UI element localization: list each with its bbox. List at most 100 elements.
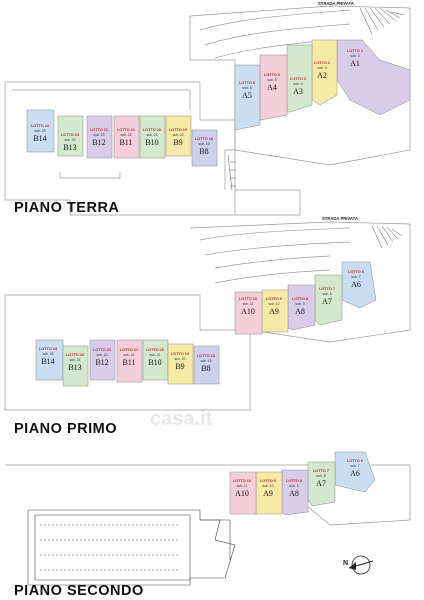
lot-sub: sub. 24	[64, 138, 75, 142]
lot-title: LOTTO 21	[120, 348, 138, 352]
lot-code: A10	[235, 489, 249, 498]
lot-code: B13	[68, 363, 81, 372]
lot-sub: sub. 11	[243, 302, 254, 306]
lot-code: A3	[293, 87, 303, 96]
compass-letter: N	[343, 560, 349, 567]
lot-title: LOTTO 19	[169, 128, 187, 132]
lot-sub: sub. 22	[120, 133, 131, 137]
lot-sub: sub. 3	[317, 66, 326, 70]
lot-title: LOTTO 10	[233, 479, 251, 483]
floor-title-primo: PIANO PRIMO	[14, 421, 117, 437]
lot-title: LOTTO 8	[292, 297, 308, 301]
lot-title: LOTTO 3	[290, 77, 306, 81]
lot-sub: sub. 23	[96, 353, 107, 357]
lot-title: LOTTO 18	[195, 137, 213, 141]
lot-title: LOTTO 5	[239, 81, 255, 85]
lot-title: LOTTO 6	[347, 459, 363, 463]
lot-code: B10	[148, 358, 161, 367]
primo-a-lots	[234, 261, 377, 335]
lot-code: B10	[145, 138, 158, 147]
floor-title-terra: PIANO TERRA	[14, 200, 120, 216]
lot-code: A9	[269, 307, 279, 316]
lot-code: A1	[350, 59, 360, 68]
lot-code: A5	[242, 91, 252, 100]
lot-code: B11	[119, 138, 132, 147]
lot-title: LOTTO 7	[319, 287, 335, 291]
street-label-primo: STRADA PRIVATA	[322, 216, 358, 221]
lot-title: LOTTO 23	[66, 353, 84, 357]
secondo-grey-building	[27, 509, 236, 586]
lot-code: A9	[263, 489, 273, 498]
lot-sub: sub. 3	[350, 54, 359, 58]
lot-title: LOTTO 24	[31, 124, 50, 128]
lot-sub: sub. 9	[295, 302, 304, 306]
lot-code: B14	[41, 357, 54, 366]
lot-sub: sub. 19	[198, 142, 209, 146]
lot-sub: sub. 25	[42, 352, 53, 356]
lot-title: LOTTO 1	[347, 49, 363, 53]
lot-title: LOTTO 20	[143, 128, 161, 132]
lot-sub: sub. 25	[34, 129, 45, 133]
lot-title: LOTTO 21	[117, 128, 135, 132]
lot-code: B13	[63, 143, 76, 152]
secondo-outline	[5, 464, 411, 526]
lot-sub: sub. 5	[267, 78, 276, 82]
lot-sub: sub. 7	[350, 464, 359, 468]
lot-title: LOTTO 8	[286, 479, 302, 483]
lot-sub: sub. 4	[293, 82, 302, 86]
lot-code: B9	[175, 362, 184, 371]
lot-title: LOTTO 6	[348, 270, 364, 274]
lot-sub: sub. 21	[149, 353, 160, 357]
lot-code: B12	[95, 358, 108, 367]
lot-code: B11	[122, 358, 135, 367]
lot-code: A2	[317, 71, 327, 80]
lot-code: A7	[322, 297, 332, 306]
lot-sub: sub. 9	[289, 484, 298, 488]
primo-b-lots	[35, 339, 220, 387]
watermark: casa.it	[150, 408, 213, 430]
lot-title: LOTTO 24	[39, 347, 58, 351]
lot-title: LOTTO 19	[171, 352, 189, 356]
lot-code: A6	[351, 280, 361, 289]
lot-code: B9	[173, 138, 182, 147]
secondo-a-lots	[229, 451, 376, 516]
lot-sub: sub. 10	[268, 302, 279, 306]
lot-sub: sub. 23	[93, 133, 104, 137]
lot-sub: sub. 8	[316, 474, 325, 478]
lot-sub: sub. 20	[174, 357, 185, 361]
street-label-terra: STRADA PRIVATA	[318, 1, 354, 6]
floor-title-secondo: PIANO SECONDO	[14, 583, 144, 599]
lot-code: B8	[199, 147, 208, 156]
lot-title: LOTTO 20	[146, 348, 164, 352]
lot-sub: sub. 6	[242, 86, 251, 90]
lot-sub: sub. 21	[146, 133, 157, 137]
lot-title: LOTTO 18	[197, 354, 215, 358]
lot-code: A4	[267, 83, 277, 92]
lot-code: B14	[33, 134, 46, 143]
lot-sub: sub. 24	[69, 358, 80, 362]
lot-sub: sub. 19	[200, 359, 211, 363]
terra-a-lots	[234, 39, 411, 131]
lot-code: A7	[316, 479, 326, 488]
